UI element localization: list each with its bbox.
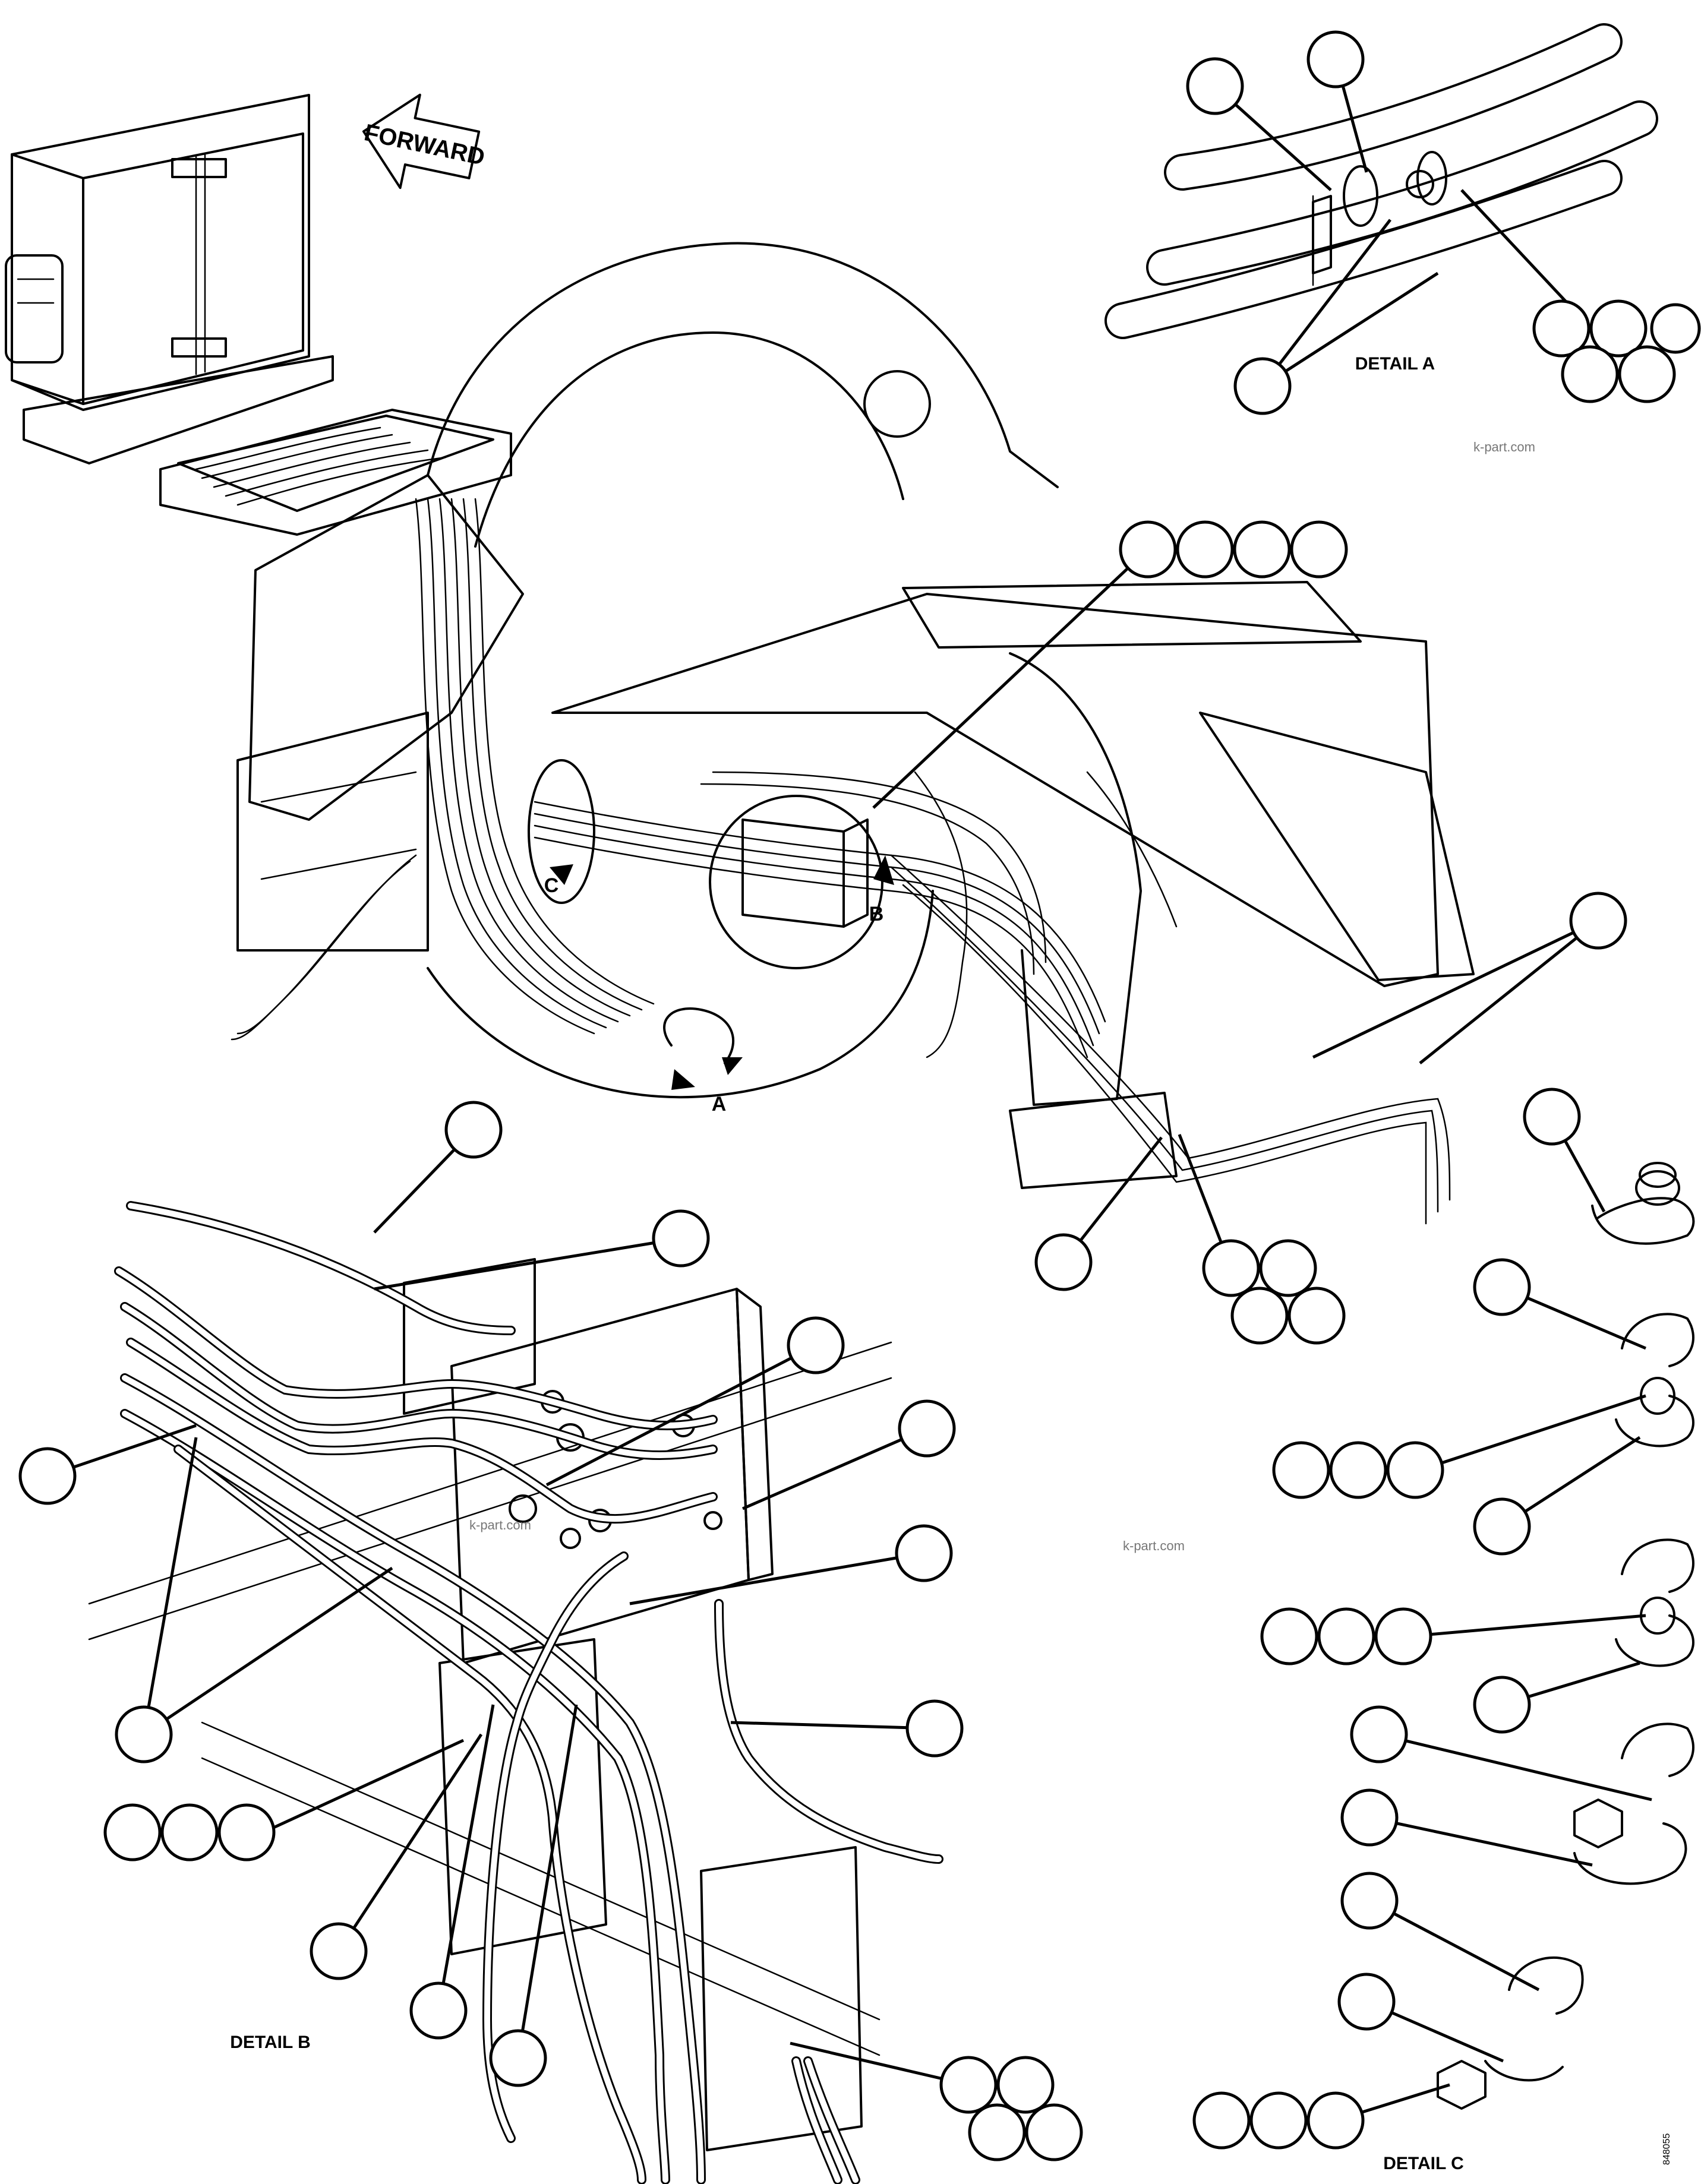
detail-c-label: DETAIL C <box>1383 2154 1464 2173</box>
callout-balloon <box>1249 2091 1308 2150</box>
callout-balloon <box>1290 520 1348 579</box>
callout-balloon <box>1350 1705 1408 1763</box>
callout-balloon <box>1192 2091 1251 2150</box>
watermark-text: k-part.com <box>1123 1538 1185 1553</box>
clamp-4 <box>1340 1705 1694 1885</box>
main-frame <box>236 242 1475 1189</box>
callout-balloon <box>1119 520 1177 579</box>
detail-b-view: DETAIL B <box>18 1101 1083 2184</box>
figure-id: 848055 <box>1662 2134 1672 2165</box>
callout-balloon <box>310 1922 368 1980</box>
callout-balloon <box>1589 299 1648 358</box>
callout-balloon <box>1473 1497 1531 1556</box>
detail-a-label: DETAIL A <box>1355 354 1435 374</box>
callout-balloon <box>652 1209 710 1268</box>
callout-balloon <box>115 1705 173 1763</box>
watermark-text: k-part.com <box>1473 440 1535 454</box>
callout-balloon <box>217 1803 276 1861</box>
callout-balloon <box>1473 1676 1531 1734</box>
callout-balloon <box>1561 345 1619 403</box>
callout-balloon <box>1306 30 1365 89</box>
callout-balloon <box>160 1803 219 1861</box>
clamp-2 <box>1272 1258 1694 1556</box>
callout-balloon <box>1233 520 1291 579</box>
forward-label: FORWARD <box>362 119 487 170</box>
callout-balloon <box>1034 1233 1093 1291</box>
callout-balloon <box>1259 1239 1317 1297</box>
callout-balloon <box>1386 1441 1444 1499</box>
hose-manifold-tray <box>159 409 512 536</box>
callout-balloon <box>1329 1441 1387 1499</box>
view-marker-a: A <box>712 1093 727 1115</box>
callout-balloon <box>996 2056 1055 2114</box>
callout-balloon <box>895 1524 953 1582</box>
callout-balloon <box>489 2029 547 2087</box>
main-assembly-view: FORWARD <box>5 93 1627 1345</box>
callout-balloon <box>1523 1088 1581 1146</box>
callout-balloon <box>1202 1239 1260 1297</box>
callout-balloon <box>1272 1441 1330 1499</box>
view-marker-b: B <box>869 903 884 925</box>
callout-balloon <box>1306 2091 1365 2150</box>
callout-balloon <box>1340 1872 1399 1930</box>
detail-b-label: DETAIL B <box>230 2033 311 2052</box>
callout-balloon <box>1186 57 1244 115</box>
callout-balloon <box>968 2103 1026 2161</box>
callout-balloon <box>1340 1788 1399 1847</box>
callout-balloon <box>1650 303 1701 354</box>
callout-balloon <box>939 2056 998 2114</box>
main-hose-bundles <box>231 498 1451 1225</box>
clamp-1 <box>1523 1088 1695 1245</box>
clamp-5 <box>1192 1872 1584 2150</box>
callout-balloon <box>1618 345 1676 403</box>
callout-balloon <box>898 1399 956 1458</box>
callout-balloon <box>1374 1607 1432 1665</box>
callout-balloon <box>18 1447 77 1505</box>
detail-a-marker: A <box>663 1007 743 1115</box>
callout-balloon <box>1025 2103 1083 2161</box>
callout-balloon <box>1287 1287 1346 1345</box>
callout-balloon <box>1569 892 1627 950</box>
callout-balloon <box>905 1699 964 1758</box>
callout-balloon <box>1260 1607 1318 1665</box>
clamp-3 <box>1260 1538 1694 1734</box>
callout-balloon <box>1176 520 1234 579</box>
view-marker-c: C <box>544 874 559 897</box>
main-callouts <box>872 520 1627 1345</box>
callout-balloon <box>1233 357 1292 415</box>
detail-a-view: DETAIL A <box>1104 23 1701 415</box>
callout-balloon <box>1317 1607 1375 1665</box>
callout-balloon <box>1230 1287 1289 1345</box>
callout-balloon <box>103 1803 162 1861</box>
callout-balloon <box>1473 1258 1531 1316</box>
callout-balloon <box>787 1316 845 1374</box>
callout-balloon <box>1532 299 1590 358</box>
callout-balloon <box>1337 1973 1396 2031</box>
callout-balloon <box>444 1101 503 1159</box>
watermark-text: k-part.com <box>469 1518 531 1532</box>
detail-c-circle: C <box>528 759 595 904</box>
callout-balloon <box>409 1981 468 2040</box>
forward-arrow: FORWARD <box>362 93 487 189</box>
control-valve-box <box>5 94 334 464</box>
detail-c-view: DETAIL C <box>1192 1088 1695 2173</box>
detail-b-circle: B <box>709 795 894 969</box>
